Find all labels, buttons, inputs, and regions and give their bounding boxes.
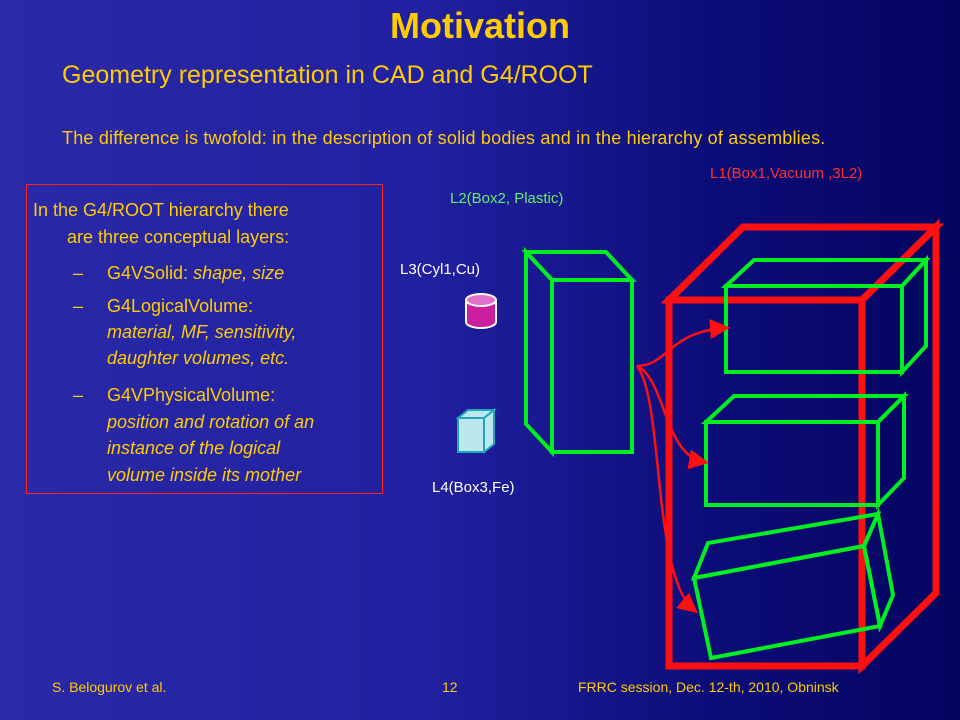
layer-desc-physical-3: volume inside its mother	[107, 465, 302, 485]
layer-desc-physical-1: position and rotation of an	[107, 412, 315, 432]
bullet-dash-logical: –	[73, 296, 84, 316]
hierarchy-box: In the G4/ROOT hierarchy there are three…	[26, 184, 383, 494]
hierarchy-intro-line2: are three conceptual layers:	[67, 227, 290, 247]
bullet-dash-solid: –	[73, 263, 84, 283]
placement-arrows	[636, 319, 730, 614]
daughter-box-1	[720, 254, 931, 378]
slide-title: Motivation	[390, 5, 570, 46]
footer-authors: S. Belogurov et al.	[52, 679, 167, 695]
intro-text: The difference is twofold: in the descri…	[62, 128, 826, 148]
layer-name-physical: G4VPhysicalVolume:	[107, 385, 276, 405]
label-l4: L4(Box3,Fe)	[432, 479, 515, 496]
layer-name: G4VSolid:	[107, 263, 189, 283]
layer-desc-physical-2: instance of the logical	[107, 438, 281, 458]
layer-desc-logical-2: daughter volumes, etc.	[107, 348, 290, 368]
bullet-dash-physical: –	[73, 385, 84, 405]
footer-page-number: 12	[442, 679, 458, 695]
label-l3: L3(Cyl1,Cu)	[400, 261, 481, 278]
daughter-box-2	[700, 391, 909, 510]
l2-box-shape	[521, 246, 637, 458]
slide-subtitle: Geometry representation in CAD and G4/RO…	[62, 61, 593, 89]
footer-event: FRRC session, Dec. 12-th, 2010, Obninsk	[578, 679, 839, 695]
hierarchy-intro-line1: In the G4/ROOT hierarchy there	[33, 200, 289, 220]
label-l2: L2(Box2, Plastic)	[450, 190, 564, 207]
layer-desc-logical-1: material, MF, sensitivity,	[107, 322, 297, 342]
daughter-box-3	[690, 507, 896, 661]
l1-mother-box	[660, 218, 945, 675]
cylinder-icon	[465, 293, 497, 329]
layer-name-logical: G4LogicalVolume:	[107, 296, 254, 316]
label-l1: L1(Box1,Vacuum ,3L2)	[710, 165, 863, 182]
layer-item-solid: G4VSolid: shape, size	[107, 261, 284, 285]
small-cube-icon	[455, 407, 497, 455]
layer-desc: shape, size	[193, 263, 285, 283]
